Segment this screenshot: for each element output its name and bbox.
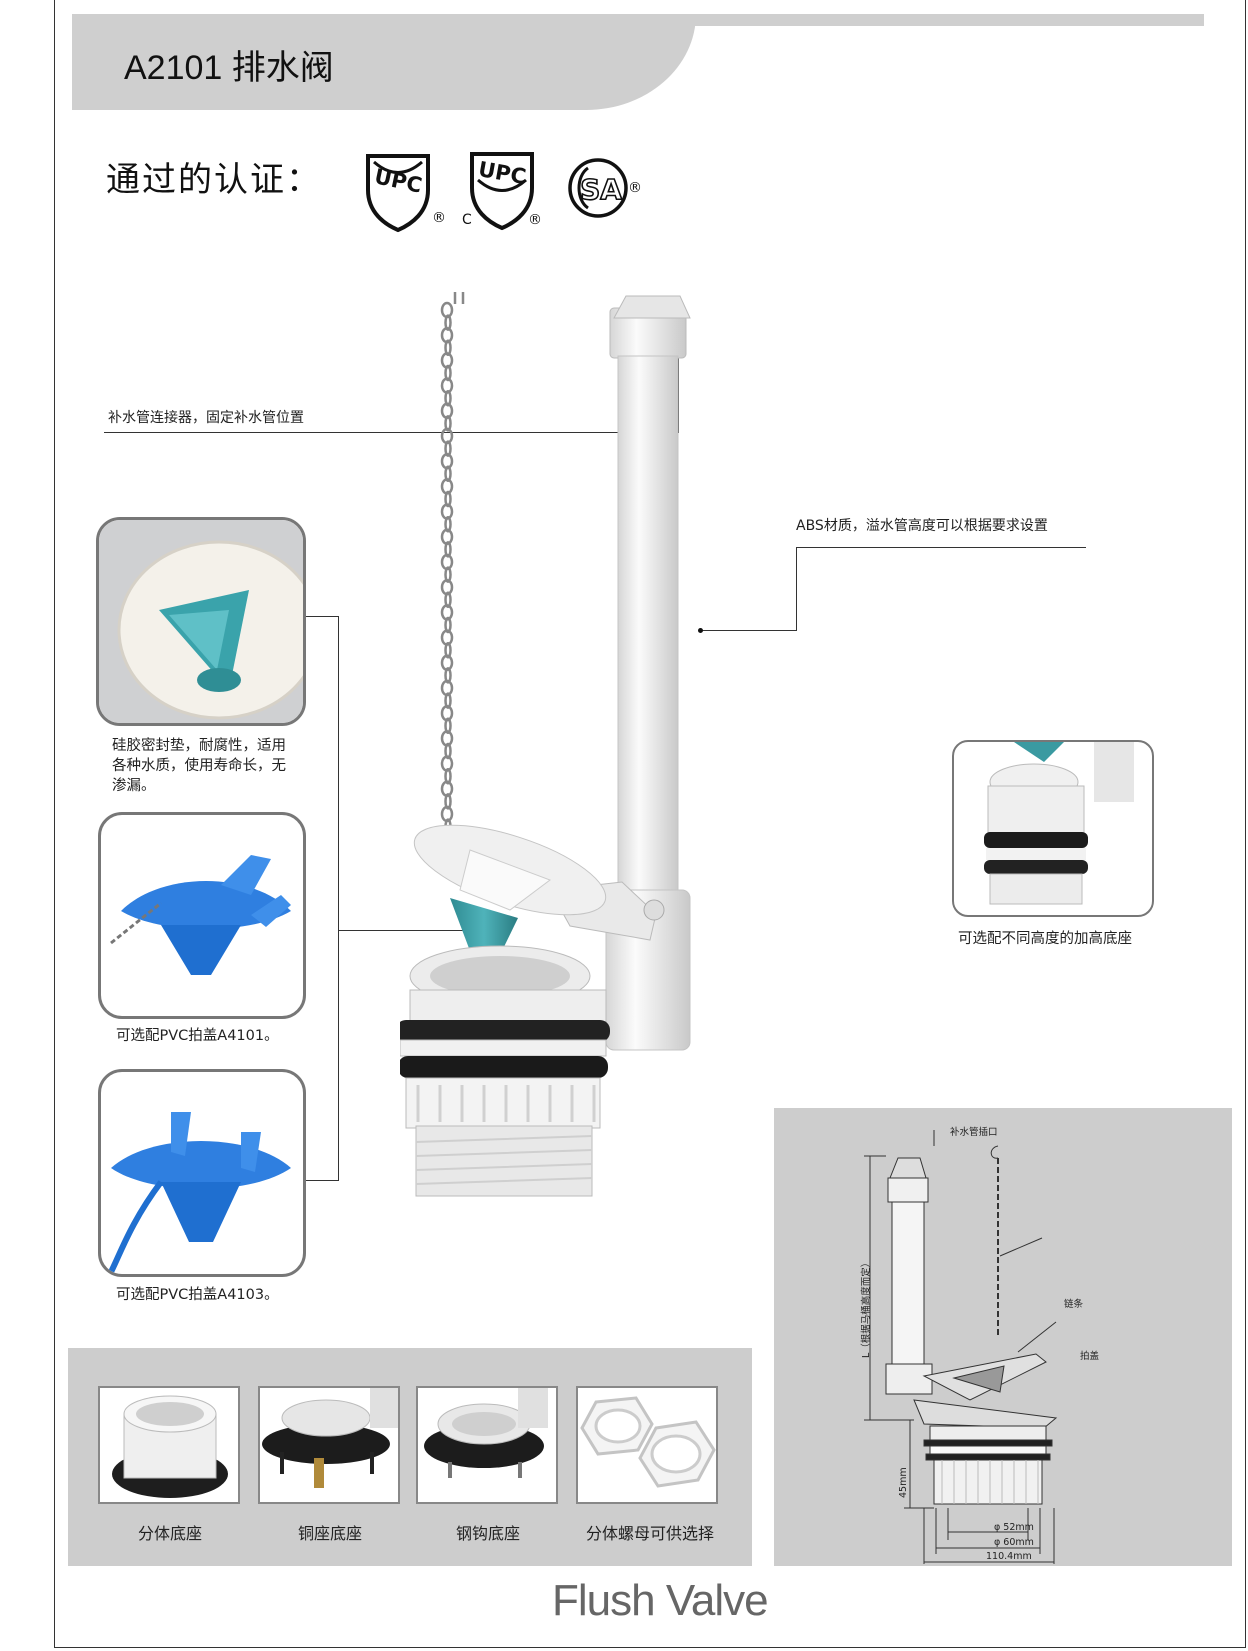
cupc-prefix: C xyxy=(462,212,472,228)
split-nut-photo xyxy=(576,1386,718,1504)
silicone-seal-caption: 硅胶密封垫，耐腐性，适用各种水质，使用寿命长，无渗漏。 xyxy=(112,738,286,794)
certification-logos: UPC ® UPC C ® SA ® xyxy=(366,152,642,233)
flapper-a4101-photo xyxy=(98,812,306,1019)
steel-hook-base-photo xyxy=(416,1386,558,1504)
refill-inlet-label: 补水管插口 xyxy=(950,1127,998,1138)
upc-shield-icon: UPC ® xyxy=(366,154,446,233)
csa-logo-icon: SA ® xyxy=(568,158,642,218)
split-base-label: 分体底座 xyxy=(137,1524,202,1543)
dim-110-label: 110.4mm xyxy=(986,1551,1032,1562)
feature-bracket-bottom xyxy=(306,1180,338,1181)
overflow-tube-callout: ABS材质，溢水管高度可以根据要求设置 xyxy=(796,518,1048,534)
page-title: A2101 排水阀 xyxy=(124,49,334,87)
overflow-tube-leader xyxy=(796,547,1086,548)
header-rule xyxy=(690,14,1204,26)
base-options-panel: 分体底座 铜座底座 钢钩底座 分体螺母可供选择 xyxy=(68,1348,752,1566)
technical-diagram-panel: 补水管插口 链条 拍盖 L（根据马桶高度而定） 45mm φ 52mm φ 60… xyxy=(774,1108,1232,1566)
cupc-shield-icon: UPC C ® xyxy=(462,152,542,231)
feature-bracket-pointer xyxy=(338,930,478,931)
technical-drawing xyxy=(864,1130,1058,1564)
flapper-a4103-photo xyxy=(98,1069,306,1277)
dim-45-label: 45mm xyxy=(898,1467,909,1498)
flush-valve-main-image xyxy=(400,292,691,1197)
split-nut-label: 分体螺母可供选择 xyxy=(585,1524,714,1543)
cupc-registered-mark: ® xyxy=(528,212,542,228)
silicone-seal-photo xyxy=(96,517,306,726)
chain-icon xyxy=(440,292,465,861)
overflow-tube-dot xyxy=(698,628,703,633)
chain-label: 链条 xyxy=(1064,1299,1084,1310)
dim-52-label: φ 52mm xyxy=(994,1522,1034,1533)
footer-title: Flush Valve xyxy=(552,1576,769,1625)
copper-base-label: 铜座底座 xyxy=(297,1524,362,1543)
flapper-a4101-caption: 可选配PVC拍盖A4101。 xyxy=(116,1028,279,1044)
extension-base-photo xyxy=(952,740,1154,917)
upc-registered-mark: ® xyxy=(432,210,446,226)
height-note-label: L（根据马桶高度而定） xyxy=(861,1257,872,1358)
feature-bracket-spine xyxy=(338,616,339,1181)
flapper-label: 拍盖 xyxy=(1080,1351,1100,1362)
feature-bracket-top xyxy=(306,616,338,617)
certification-label: 通过的认证： xyxy=(106,160,322,200)
flapper-a4103-caption: 可选配PVC拍盖A4103。 xyxy=(116,1287,279,1303)
overflow-tube-leader-h xyxy=(702,630,797,631)
page-frame xyxy=(54,0,1246,1648)
extension-base-caption: 可选配不同高度的加高底座 xyxy=(958,931,1132,947)
dim-60-label: φ 60mm xyxy=(994,1537,1034,1548)
split-base-photo xyxy=(98,1386,240,1504)
overflow-tube-leader-v xyxy=(796,547,797,631)
refill-connector-callout: 补水管连接器，固定补水管位置 xyxy=(108,410,304,426)
steel-hook-base-label: 钢钩底座 xyxy=(455,1524,520,1543)
copper-base-photo xyxy=(258,1386,400,1504)
refill-connector-leader xyxy=(104,432,678,433)
title-bar: A2101 排水阀 xyxy=(72,14,696,110)
csa-logo-text: SA xyxy=(580,173,622,206)
csa-registered-mark: ® xyxy=(628,180,642,196)
